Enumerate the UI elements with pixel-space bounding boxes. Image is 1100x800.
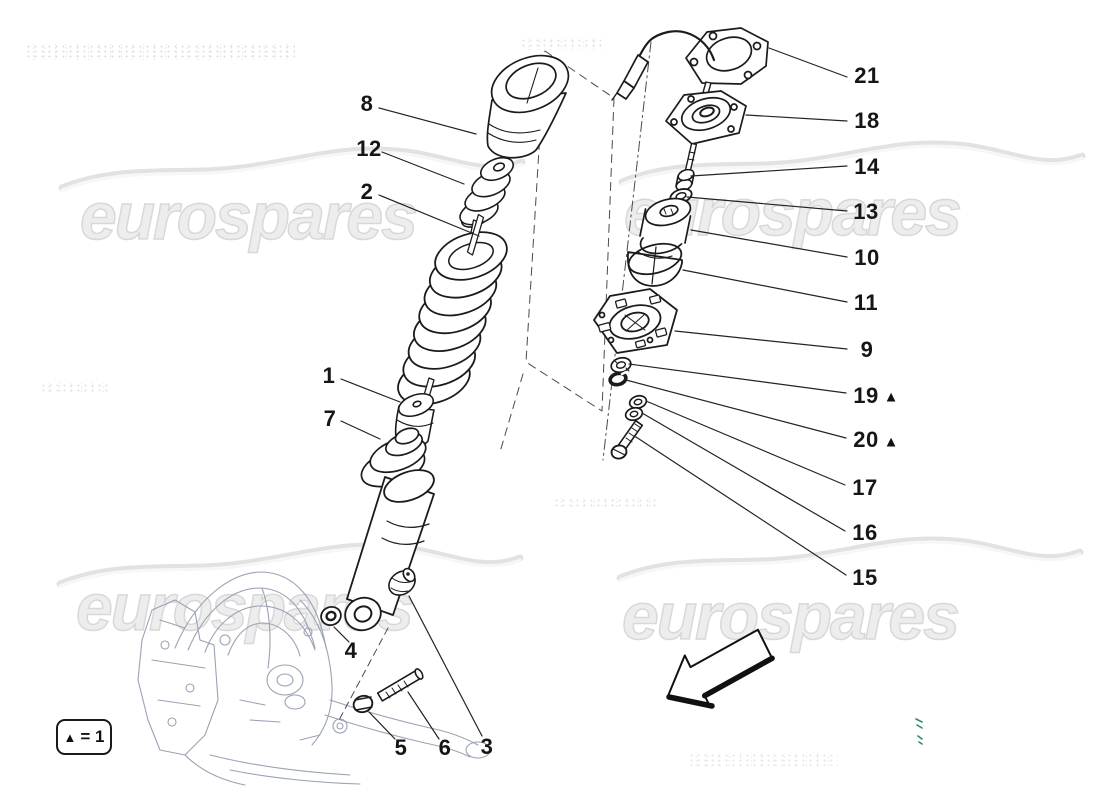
part-18-upper-mount: [665, 90, 747, 172]
part-5-nut: [352, 694, 374, 714]
watermark-swoosh: [56, 542, 524, 588]
callout-4: 4: [344, 638, 358, 663]
callout-21: 21: [854, 63, 880, 88]
callout-18: 18: [854, 108, 880, 133]
legend-triangle-icon: ▲: [63, 729, 77, 745]
green-scan-marks: [915, 718, 923, 745]
scan-noise-strip: [553, 498, 658, 509]
scan-noise-strip: [520, 38, 605, 50]
watermark-text: eurospares: [621, 579, 960, 653]
callout-6: 6: [438, 735, 452, 760]
callout-3: 3: [480, 734, 494, 759]
part-7-spring-seat: [360, 427, 427, 488]
shock-absorber-body: [344, 469, 435, 632]
scan-noise-strip: [40, 383, 110, 392]
callout-11: 11: [853, 290, 879, 315]
callout-8: 8: [360, 91, 374, 116]
callout-15: 15: [852, 565, 878, 590]
part-1-rod-bumper: [394, 392, 435, 447]
scan-noise-strip: [25, 44, 295, 60]
part-9-mount-plate: [593, 288, 678, 354]
callout-5: 5: [394, 735, 408, 760]
part-21-sensor-plate: [611, 27, 769, 101]
part-10-bushing: [639, 197, 692, 255]
callout-16: 16: [852, 520, 878, 545]
part-2-coil-spring: [397, 213, 508, 406]
part-3-bushing: [388, 567, 416, 596]
callout-13: 13: [853, 199, 879, 224]
legend-value: = 1: [80, 727, 105, 746]
part-15-bolt: [610, 419, 644, 460]
part-20-washer: [608, 370, 628, 387]
scan-noise-strip: [688, 753, 838, 766]
watermark-swoosh: [618, 140, 1086, 186]
callout-17: 17: [852, 475, 878, 500]
part-8-dust-boot: [486, 54, 570, 159]
part-4-nut: [320, 605, 342, 627]
callout-1: 1: [322, 363, 336, 388]
callout-7: 7: [323, 406, 337, 431]
watermark-text: eurospares: [79, 179, 418, 253]
callout-14: 14: [854, 154, 880, 179]
callout-10: 10: [854, 245, 880, 270]
part-11-cup: [627, 242, 683, 287]
legend-box: ▲ = 1: [56, 719, 112, 755]
callout-2: 2: [360, 179, 374, 204]
part-16-washer: [624, 406, 644, 422]
callout-12: 12: [356, 136, 382, 161]
direction-arrow: [666, 628, 775, 709]
watermark-swoosh: [58, 146, 526, 192]
callout-19-triangle-icon: ▲: [883, 388, 899, 406]
callout-20: 20: [853, 427, 879, 452]
part-6-bolt: [376, 668, 424, 702]
construction-lines: [337, 41, 652, 723]
part-19-washer: [610, 356, 632, 374]
leader-lines: [333, 47, 848, 740]
watermark-swoosh: [616, 536, 1084, 582]
callout-9: 9: [860, 337, 874, 362]
hub-and-brake-sketch: [137, 571, 491, 786]
callout-20-triangle-icon: ▲: [883, 433, 899, 451]
callout-19: 19: [853, 383, 879, 408]
